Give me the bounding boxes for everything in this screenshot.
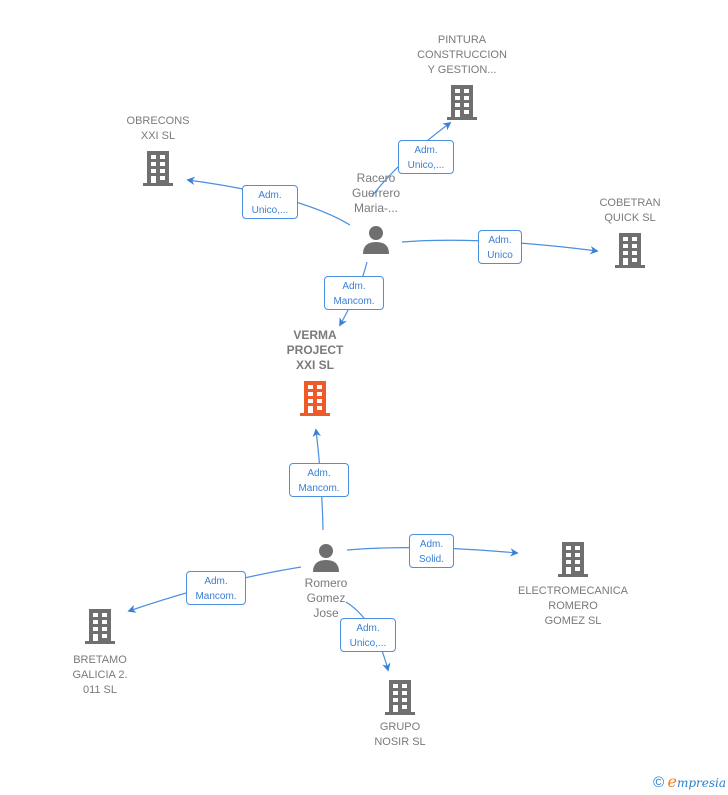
node-verma-main[interactable]: VERMA PROJECT XXI SL: [268, 328, 362, 419]
node-electromecanica[interactable]: ELECTROMECANICA ROMERO GOMEZ SL: [508, 540, 638, 629]
edge-label-line1: Adm.: [258, 190, 282, 201]
edge-label-line2: Unico,...: [251, 205, 289, 216]
node-bretamo[interactable]: BRETAMO GALICIA 2. 011 SL: [50, 607, 150, 698]
edge-label-line2: Unico,...: [407, 160, 445, 171]
edge-label-racero-cobetran[interactable]: Adm. Unico: [478, 230, 522, 264]
edge-label-line1: Adm.: [342, 281, 366, 292]
person-icon: [363, 226, 389, 254]
node-grupo[interactable]: GRUPO NOSIR SL: [350, 678, 450, 750]
node-label: COBETRAN QUICK SL: [599, 197, 661, 224]
edge-label-racero-pintura[interactable]: Adm. Unico,...: [398, 140, 454, 174]
edge-label-line2: Mancom.: [195, 591, 237, 602]
building-icon: [85, 609, 115, 644]
brand-initial: e: [667, 772, 677, 791]
edge-label-line2: Mancom.: [333, 296, 375, 307]
edge-label-line1: Adm.: [204, 576, 228, 587]
node-label: Racero Guerrero Maria-...: [351, 171, 401, 215]
building-icon: [558, 542, 588, 577]
edge-label-line1: Adm.: [488, 235, 512, 246]
node-cobetran[interactable]: COBETRAN QUICK SL: [580, 196, 680, 271]
person-icon: [313, 544, 339, 572]
node-label: ELECTROMECANICA ROMERO GOMEZ SL: [517, 585, 629, 627]
node-pintura[interactable]: PINTURA CONSTRUCCION Y GESTION...: [404, 33, 520, 123]
node-obrecons[interactable]: OBRECONS XXI SL: [108, 114, 208, 189]
node-label: VERMA PROJECT XXI SL: [286, 328, 344, 372]
edge-label-line1: Adm.: [356, 623, 380, 634]
node-label: PINTURA CONSTRUCCION Y GESTION...: [417, 34, 507, 76]
node-label: Romero Gomez Jose: [304, 576, 348, 620]
edge-label-romero-verma[interactable]: Adm. Mancom.: [289, 463, 349, 497]
brand-name: mpresia: [676, 776, 726, 790]
node-label: OBRECONS XXI SL: [126, 115, 190, 142]
copyright-icon: ©: [653, 774, 665, 791]
edge-label-line2: Unico,...: [349, 638, 387, 649]
building-icon: [385, 680, 415, 715]
building-icon: [143, 151, 173, 186]
node-label: BRETAMO GALICIA 2. 011 SL: [72, 654, 128, 696]
edge-label-line2: Mancom.: [298, 483, 340, 494]
building-icon: [615, 233, 645, 268]
edge-label-line1: Adm.: [414, 145, 438, 156]
node-label: GRUPO NOSIR SL: [374, 721, 426, 748]
edge-label-racero-verma[interactable]: Adm. Mancom.: [324, 276, 384, 310]
edge-label-line1: Adm.: [307, 468, 331, 479]
edge-label-racero-obrecons[interactable]: Adm. Unico,...: [242, 185, 298, 219]
edge-label-line2: Unico: [487, 250, 513, 261]
edge-label-romero-bretamo[interactable]: Adm. Mancom.: [186, 571, 246, 605]
footer-brand: © empresia: [653, 772, 726, 791]
building-icon: [447, 85, 477, 120]
edge-label-romero-grupo[interactable]: Adm. Unico,...: [340, 618, 396, 652]
node-romero[interactable]: Romero Gomez Jose: [286, 542, 366, 621]
edge-label-romero-electromecanica[interactable]: Adm. Solid.: [409, 534, 454, 568]
node-racero[interactable]: Racero Guerrero Maria-...: [336, 171, 416, 256]
edge-label-line1: Adm.: [419, 539, 444, 550]
building-icon-highlighted: [300, 381, 330, 416]
edge-label-line2: Solid.: [418, 554, 444, 565]
